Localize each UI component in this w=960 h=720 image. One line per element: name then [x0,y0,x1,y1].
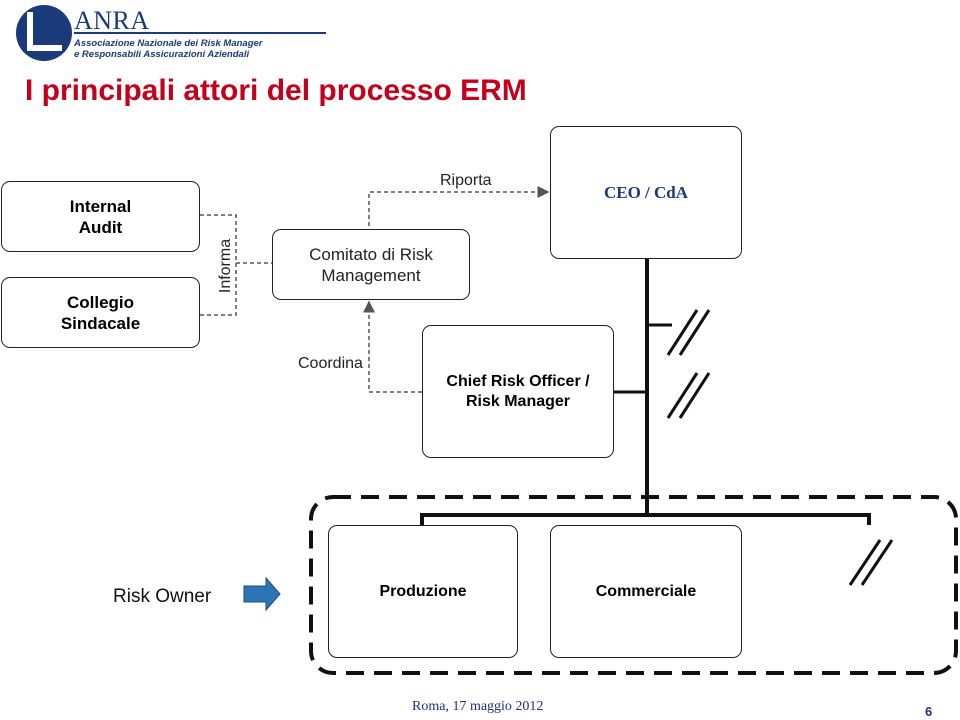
page-number: 6 [925,704,933,719]
label-informa: Informa [217,238,234,294]
logo-rule [74,32,326,34]
continuation-mark-1 [666,309,711,356]
continuation-mark-2 [666,372,711,419]
comitato-line2: Management [321,265,421,285]
produzione-label: Produzione [379,582,467,600]
continuation-mark-3 [848,539,894,586]
ceo-label: CEO / CdA [603,183,689,202]
logo-subtitle: Associazione Nazionale dei Risk Manager … [74,38,262,60]
cro-line2: Risk Manager [465,392,571,410]
node-commerciale: Commerciale [550,525,742,658]
label-coordina: Coordina [298,355,363,372]
footer-date: Roma, 17 maggio 2012 [412,699,544,714]
cro-line1: Chief Risk Officer / [446,372,590,390]
risk-owner-arrow [243,576,281,612]
node-ceo-cda: CEO / CdA [550,126,742,259]
anra-logo-mark [16,5,72,61]
collegio-line2: Sindacale [60,313,141,333]
risk-owner-group [309,495,958,675]
page-title: I principali attori del processo ERM [25,74,527,107]
logo-name: ANRA [74,6,150,35]
collegio-line1: Collegio [66,292,135,312]
label-informa-wrap: Informa [206,237,246,297]
riporta-arrow [368,186,550,240]
coordina-arrow [363,300,422,393]
risk-owner-label: Risk Owner [113,586,212,607]
commerciale-label: Commerciale [595,582,697,600]
comitato-line1: Comitato di Risk [309,244,433,264]
informa-bracket [200,214,237,316]
internal-audit-line1: Internal [69,196,132,216]
node-chief-risk-officer: Chief Risk Officer / Risk Manager [422,325,614,458]
internal-audit-line2: Audit [78,217,123,237]
label-riporta: Riporta [440,172,492,189]
logo-subtitle-line2: e Responsabili Assicurazioni Aziendali [74,49,250,60]
logo-subtitle-line1: Associazione Nazionale dei Risk Manager [74,38,263,49]
node-produzione: Produzione [328,525,518,658]
